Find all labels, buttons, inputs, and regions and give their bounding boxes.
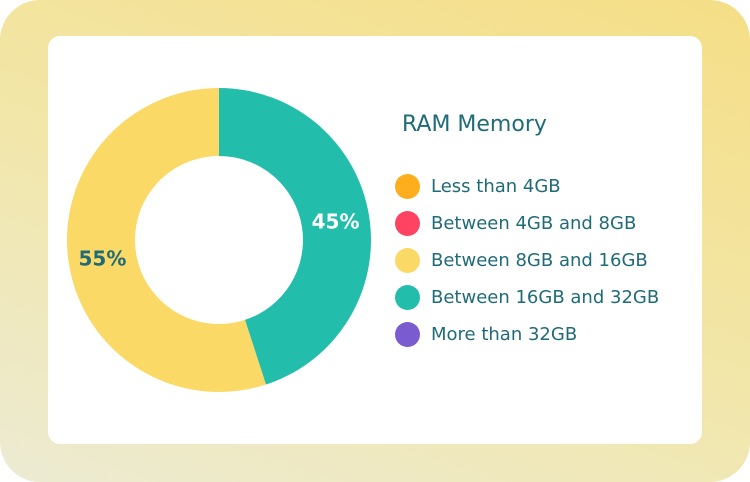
- legend-label: Between 8GB and 16GB: [431, 250, 648, 271]
- legend-swatch: [395, 285, 420, 310]
- legend-item[interactable]: Between 16GB and 32GB: [395, 279, 659, 316]
- legend-label: Between 16GB and 32GB: [431, 287, 660, 308]
- legend-item[interactable]: Between 4GB and 8GB: [395, 205, 659, 242]
- chart-title: RAM Memory: [402, 112, 547, 137]
- legend-swatch: [395, 322, 420, 347]
- legend-item[interactable]: More than 32GB: [395, 316, 659, 353]
- legend-label: Between 4GB and 8GB: [431, 213, 637, 234]
- legend-item[interactable]: Less than 4GB: [395, 168, 659, 205]
- donut-slice[interactable]: [66, 88, 266, 392]
- legend-label: Less than 4GB: [431, 176, 561, 197]
- data-label: 55%: [79, 246, 127, 270]
- legend-swatch: [395, 174, 420, 199]
- legend-swatch: [395, 211, 420, 236]
- legend-label: More than 32GB: [431, 324, 578, 345]
- data-label: 45%: [312, 210, 360, 234]
- donut-slice[interactable]: [219, 88, 371, 385]
- legend-item[interactable]: Between 8GB and 16GB: [395, 242, 659, 279]
- legend: Less than 4GB Between 4GB and 8GB Between …: [395, 168, 659, 353]
- legend-swatch: [395, 248, 420, 273]
